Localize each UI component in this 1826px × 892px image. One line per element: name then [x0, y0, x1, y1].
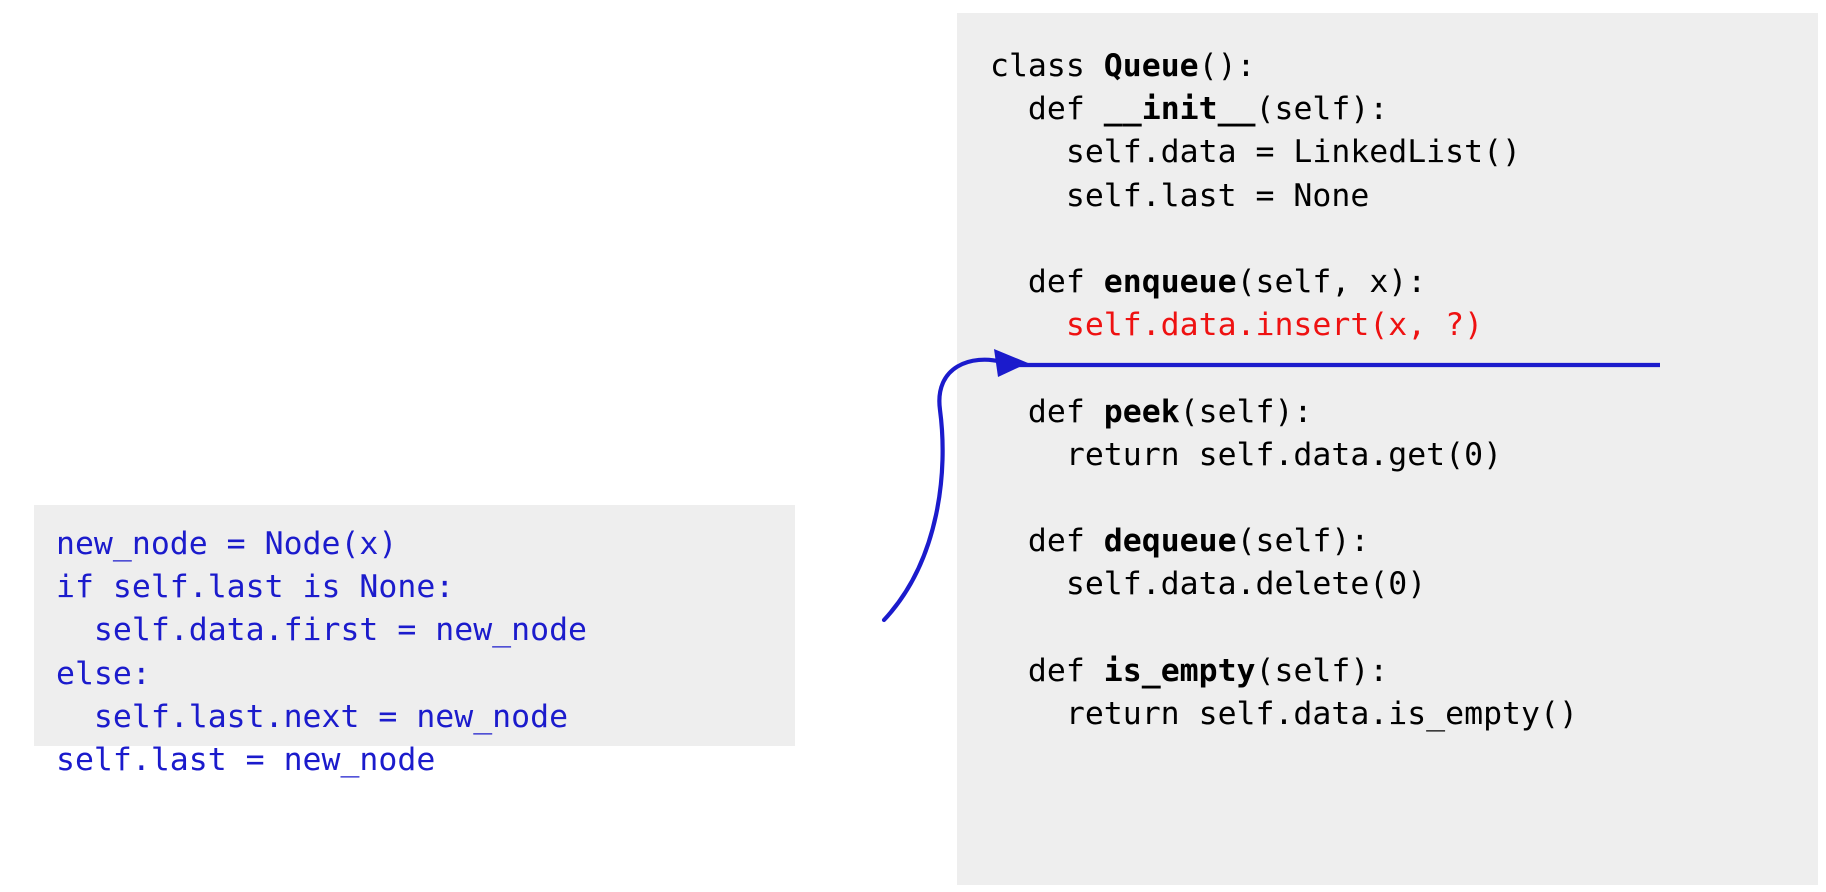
code-text: (self, x): — [1236, 263, 1427, 300]
code-text: (self): — [1255, 652, 1389, 689]
code-text: (self): — [1179, 393, 1313, 430]
code-line: self.last = new_node — [56, 741, 436, 778]
code-line: def enqueue(self, x): — [990, 261, 1818, 304]
code-text: def — [990, 652, 1104, 689]
code-line: def dequeue(self): — [990, 520, 1818, 563]
code-line: else: — [56, 655, 151, 692]
code-line: self.last = None — [990, 175, 1818, 218]
code-text: class — [990, 48, 1104, 84]
code-line: if self.last is None: — [56, 569, 455, 606]
queue-class-code-panel: class Queue(): def __init__(self): self.… — [957, 13, 1818, 885]
code-text: (self): — [1255, 91, 1389, 128]
code-text: self.last = None — [990, 177, 1370, 214]
code-line — [990, 606, 1818, 649]
code-line: return self.data.is_empty() — [990, 693, 1818, 736]
code-line: def peek(self): — [990, 391, 1818, 434]
code-text: self.data.insert(x, ?) — [990, 307, 1484, 344]
code-line: def is_empty(self): — [990, 650, 1818, 693]
code-text: (self): — [1236, 523, 1370, 560]
code-text: return self.data.get(0) — [990, 436, 1503, 473]
code-line: new_node = Node(x) — [56, 526, 398, 562]
code-text: def — [990, 393, 1104, 430]
code-identifier: Queue — [1103, 48, 1199, 84]
code-text: self.data.delete(0) — [990, 566, 1427, 603]
code-line: self.data.insert(x, ?) — [990, 304, 1818, 347]
code-identifier: dequeue — [1103, 523, 1237, 560]
code-line: def __init__(self): — [990, 88, 1818, 131]
enqueue-snippet-code-panel: new_node = Node(x)if self.last is None: … — [34, 505, 795, 778]
code-line — [990, 477, 1818, 520]
code-line: class Queue(): — [990, 45, 1818, 88]
code-text: (): — [1198, 48, 1256, 84]
code-text: def — [990, 91, 1104, 128]
code-text: def — [990, 263, 1104, 300]
code-line — [990, 347, 1818, 390]
code-identifier: peek — [1103, 393, 1180, 430]
code-identifier: enqueue — [1103, 263, 1237, 300]
code-line: self.last.next = new_node — [56, 698, 569, 735]
code-line: self.data.first = new_node — [56, 612, 588, 649]
code-text: self.data = LinkedList() — [990, 134, 1522, 171]
code-text: return self.data.is_empty() — [990, 695, 1578, 732]
code-text: def — [990, 523, 1104, 560]
code-line: return self.data.get(0) — [990, 434, 1818, 477]
code-line: self.data = LinkedList() — [990, 131, 1818, 174]
code-line — [990, 218, 1818, 261]
code-identifier: is_empty — [1103, 652, 1256, 689]
code-identifier: __init__ — [1103, 91, 1256, 128]
code-line: self.data.delete(0) — [990, 563, 1818, 606]
